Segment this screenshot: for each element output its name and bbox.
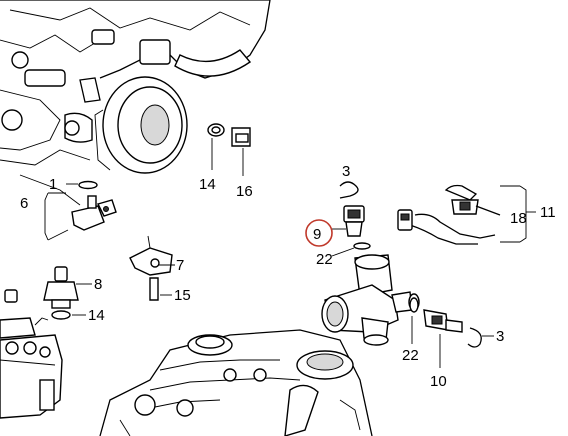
label-3-bottom: 3 (496, 328, 504, 345)
label-3-top: 3 (342, 163, 350, 180)
sensor-8 (43, 266, 92, 320)
label-10: 10 (430, 373, 447, 390)
label-22-bottom: 22 (402, 347, 419, 364)
label-8: 8 (94, 276, 102, 293)
label-1: 1 (49, 176, 57, 193)
label-6: 6 (20, 195, 28, 212)
bracket-7 (129, 235, 175, 301)
label-16: 16 (236, 183, 253, 200)
label-14-top: 14 (199, 176, 216, 193)
engine-block-top (0, 0, 271, 206)
pulley (64, 76, 188, 174)
cylinder-head-bottom (99, 329, 373, 436)
bolt-16-and-washer-14 (207, 123, 251, 176)
highlight-circle (305, 219, 333, 247)
label-14-bottom: 14 (88, 307, 105, 324)
sensor-6 (44, 180, 117, 241)
label-22-top: 22 (316, 251, 333, 268)
label-7: 7 (176, 257, 184, 274)
part-labels: 1 3 3 6 7 8 9 10 11 14 14 15 16 18 22 22 (20, 163, 556, 390)
sensor-10 (409, 297, 494, 368)
temperature-sender-9 (305, 181, 371, 257)
label-15: 15 (174, 287, 191, 304)
label-9: 9 (313, 226, 321, 243)
sensor-18-harness (397, 184, 536, 245)
label-18: 18 (510, 210, 527, 227)
label-11: 11 (540, 204, 556, 221)
thermostat-housing-left (0, 289, 63, 419)
coolant-flange (321, 254, 420, 346)
